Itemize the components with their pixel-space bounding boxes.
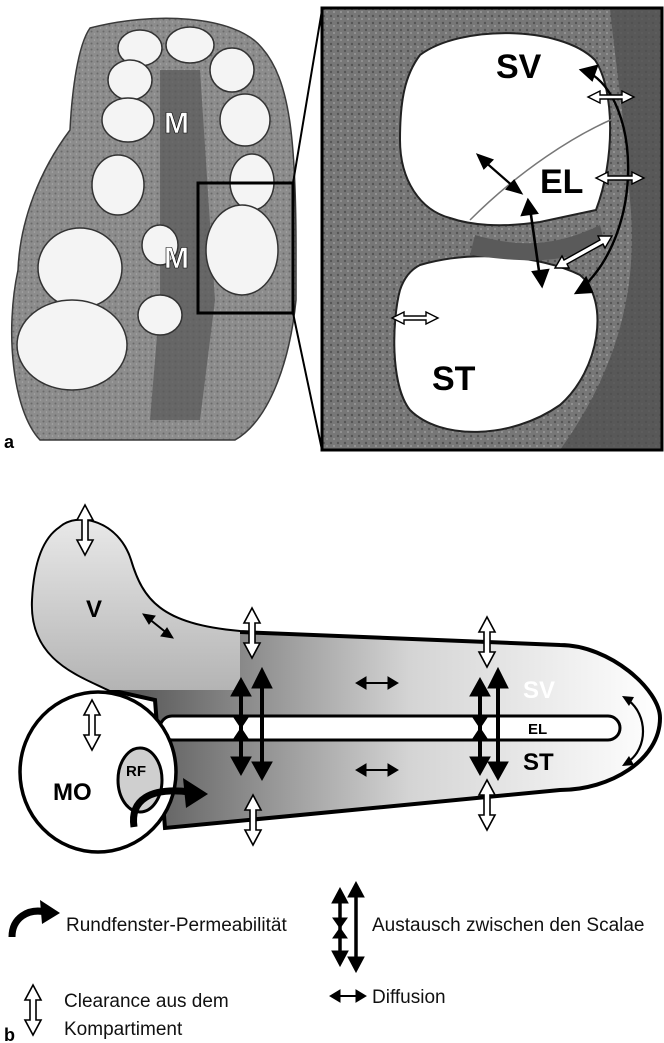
zoom-label-el: EL [540, 163, 583, 201]
cochlea-overview: M M a [4, 10, 322, 452]
legend-round-window-icon [12, 911, 46, 937]
legend-exchange-label: Austausch zwischen den Scalae [372, 915, 645, 936]
legend-clearance-label-1: Clearance aus dem [64, 991, 229, 1012]
overview-label-m1: M [164, 107, 189, 140]
zoom-label-sv: SV [496, 48, 542, 86]
panel-a-letter: a [4, 432, 15, 452]
zoom-label-st: ST [432, 360, 476, 398]
label-mo: MO [53, 779, 92, 806]
label-sv: SV [523, 677, 555, 704]
legend-clearance-label-2: Kompartiment [64, 1019, 183, 1040]
legend-diffusion [330, 990, 366, 1002]
legend-round-window-arrowhead [40, 900, 60, 924]
legend-round-window: Rundfenster-Permeabilität [12, 900, 287, 937]
panel-b: V MO RF SV EL ST Rundfenster-Permeabilit… [4, 505, 660, 1043]
legend-exchange [332, 882, 364, 972]
panel-a: M M a [4, 8, 662, 452]
zoom-panel: SV EL ST [322, 8, 662, 450]
overview-label-m2: M [164, 242, 189, 275]
zoom-connector-top [293, 10, 322, 183]
label-el: EL [528, 721, 547, 738]
endolymph-duct [160, 716, 620, 740]
label-v: V [86, 596, 102, 623]
label-st: ST [523, 749, 554, 776]
zoom-connector-bottom [293, 313, 322, 450]
legend-round-window-label: Rundfenster-Permeabilität [66, 915, 287, 936]
label-rf: RF [126, 763, 146, 780]
legend-diffusion-label: Diffusion [372, 987, 446, 1008]
legend: Rundfenster-Permeabilität Austausch zwis… [12, 882, 645, 1040]
legend-clearance-icon [25, 985, 41, 1035]
panel-b-letter: b [4, 1025, 15, 1043]
legend-clearance: Clearance aus dem Kompartiment [25, 985, 229, 1040]
vestibule [33, 521, 240, 690]
